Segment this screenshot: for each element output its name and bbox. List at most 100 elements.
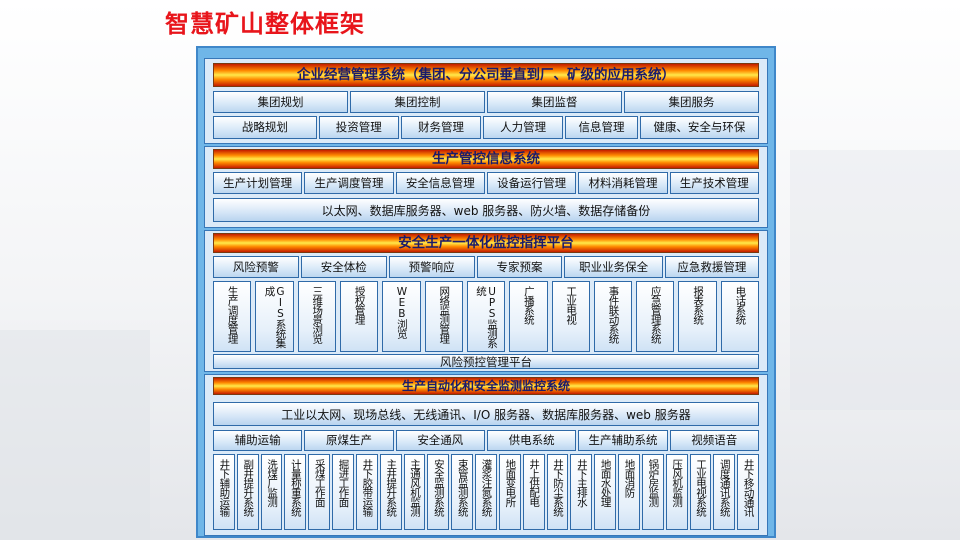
subsystem-label: 井下防尘系统 (552, 459, 564, 516)
subsystem-box: 洗煤厂监测 (260, 454, 283, 530)
subsystem-box: 计量称重系统 (284, 454, 307, 530)
automation-section: 生产自动化和安全监测监控系统 工业以太网、现场总线、无线通讯、I/O 服务器、数… (204, 374, 768, 536)
subsystem-box: 井下胶带运输 (355, 454, 378, 530)
subsystem-box: 生产调度管理 (213, 281, 252, 352)
network-bar: 工业以太网、现场总线、无线通讯、I/O 服务器、数据库服务器、web 服务器 (213, 402, 759, 426)
subsystem-box: 灌浆注氮系统 (475, 454, 497, 530)
production-mgmt-header: 生产管控信息系统 (213, 149, 759, 169)
subsystem-label: UPS监测系统 (475, 286, 499, 348)
subsystem-label: 计量称重系统 (289, 459, 302, 516)
page-title: 智慧矿山整体框架 (165, 10, 365, 38)
framework-box: 预警响应 (388, 256, 475, 278)
subsystem-label: 井下移动通讯 (742, 459, 755, 516)
framework-box: 安全通风 (395, 430, 485, 451)
framework-box: 财务管理 (400, 116, 482, 139)
subsystem-label: 地面消防 (623, 459, 636, 497)
automation-groups-row: 辅助运输原煤生产安全通风供电系统生产辅助系统视频语音 (213, 430, 759, 451)
subsystem-label: 副井提升系统 (242, 459, 255, 516)
framework-box: 风险预警 (213, 256, 299, 278)
framework-box: 人力管理 (483, 116, 564, 139)
subsystem-label: 锅炉房监测 (647, 459, 660, 507)
bg-stripe-left (0, 330, 150, 540)
subsystem-label: 地面水处理 (599, 459, 612, 507)
framework-box: 辅助运输 (213, 430, 303, 451)
subsystem-label: 网络监测管理 (438, 286, 451, 343)
subsystem-label: WEB浏览 (395, 286, 408, 338)
subsystem-label: 主井提升系统 (385, 459, 398, 516)
subsystem-label: 洗煤厂监测 (266, 459, 279, 507)
framework-box: 生产计划管理 (213, 172, 303, 194)
subsystem-box: 主井提升系统 (379, 454, 402, 530)
framework-box: 生产调度管理 (304, 172, 394, 194)
bg-stripe-right (790, 150, 960, 410)
framework-box: 职业业务保全 (564, 256, 663, 278)
subsystem-label: GIS系统集成 (263, 286, 287, 348)
subsystem-box: 调度通讯系统 (713, 454, 736, 530)
subsystem-label: 事件联动系统 (607, 286, 620, 343)
framework-box: 集团监督 (487, 91, 622, 113)
safety-items-row: 风险预警安全体检预警响应专家预案职业业务保全应急救援管理 (213, 256, 760, 278)
subsystem-box: 副井提升系统 (236, 454, 259, 530)
subsystem-box: 报表系统 (678, 281, 717, 352)
subsystem-box: 束管监测系统 (451, 454, 474, 530)
subsystem-box: 安全监测系统 (427, 454, 450, 530)
subsystem-box: UPS监测系统 (466, 281, 506, 352)
framework-box: 材料消耗管理 (578, 172, 668, 194)
framework-box: 信息管理 (565, 116, 638, 139)
subsystem-label: 井下辅助运输 (218, 459, 231, 516)
framework-box: 安全信息管理 (395, 172, 485, 194)
subsystem-label: 生产调度管理 (226, 286, 239, 343)
framework-box: 生产技术管理 (669, 172, 759, 194)
framework-box: 生产辅助系统 (578, 430, 668, 451)
subsystem-box: GIS系统集成 (255, 281, 294, 352)
automation-vertical-row: 井下辅助运输副井提升系统洗煤厂监测计量称重系统采煤工作面掘进工作面井下胶带运输主… (213, 454, 760, 530)
subsystem-label: 三维场景浏览 (311, 286, 324, 343)
subsystem-label: 井下主排水 (575, 459, 588, 507)
enterprise-section: 企业经营管理系统（集团、分公司垂直到厂、矿级的应用系统） 集团规划集团控制集团监… (204, 58, 768, 144)
framework-diagram: 企业经营管理系统（集团、分公司垂直到厂、矿级的应用系统） 集团规划集团控制集团监… (196, 46, 776, 538)
subsystem-label: 地面变电所 (504, 459, 517, 507)
risk-platform-bar: 风险预控管理平台 (213, 354, 759, 369)
subsystem-label: 灌浆注氮系统 (480, 459, 493, 516)
subsystem-label: 广播系统 (522, 286, 535, 324)
automation-header: 生产自动化和安全监测监控系统 (213, 377, 759, 395)
production-mgmt-section: 生产管控信息系统 生产计划管理生产调度管理安全信息管理设备运行管理材料消耗管理生… (204, 146, 768, 228)
subsystem-box: 压风机监测 (665, 454, 688, 530)
framework-box: 原煤生产 (304, 430, 394, 451)
subsystem-label: 报表系统 (692, 286, 705, 324)
subsystem-box: 工业电视 (551, 281, 590, 352)
framework-box: 集团规划 (213, 91, 348, 113)
subsystem-box: 井下主排水 (570, 454, 593, 530)
subsystem-label: 压风机监测 (671, 459, 684, 507)
subsystem-box: WEB浏览 (382, 281, 421, 352)
subsystem-label: 调度通讯系统 (718, 459, 731, 516)
framework-box: 集团服务 (624, 91, 759, 113)
subsystem-label: 工业电视系统 (694, 459, 707, 516)
subsystem-box: 主通风机监测 (403, 454, 426, 530)
enterprise-row-1: 集团规划集团控制集团监督集团服务 (213, 91, 759, 113)
subsystem-box: 锅炉房监测 (641, 454, 664, 530)
subsystem-box: 电话系统 (720, 281, 760, 352)
subsystem-label: 应急管理系统 (649, 286, 662, 343)
subsystem-label: 授权管理 (353, 286, 366, 324)
enterprise-row-2: 战略规划投资管理财务管理人力管理信息管理健康、安全与环保 (213, 116, 759, 139)
subsystem-box: 广播系统 (509, 281, 548, 352)
framework-box: 安全体检 (300, 256, 387, 278)
subsystem-label: 掘进工作面 (337, 459, 350, 507)
subsystem-box: 地面消防 (618, 454, 640, 530)
subsystem-label: 井上供配电 (528, 459, 541, 507)
subsystem-box: 授权管理 (339, 281, 379, 352)
subsystem-box: 三维场景浏览 (297, 281, 336, 352)
subsystem-box: 地面变电所 (498, 454, 521, 530)
subsystem-box: 地面水处理 (594, 454, 617, 530)
framework-box: 集团控制 (350, 91, 485, 113)
framework-box: 战略规划 (213, 116, 317, 139)
framework-box: 设备运行管理 (486, 172, 577, 194)
safety-platform-section: 安全生产一体化监控指挥平台 风险预警安全体检预警响应专家预案职业业务保全应急救援… (204, 230, 768, 372)
framework-box: 专家预案 (476, 256, 563, 278)
subsystem-label: 束管监测系统 (456, 459, 469, 516)
subsystem-label: 工业电视 (565, 286, 578, 324)
subsystem-label: 井下胶带运输 (361, 459, 374, 516)
subsystem-box: 井上供配电 (522, 454, 545, 530)
subsystem-label: 安全监测系统 (432, 459, 445, 516)
